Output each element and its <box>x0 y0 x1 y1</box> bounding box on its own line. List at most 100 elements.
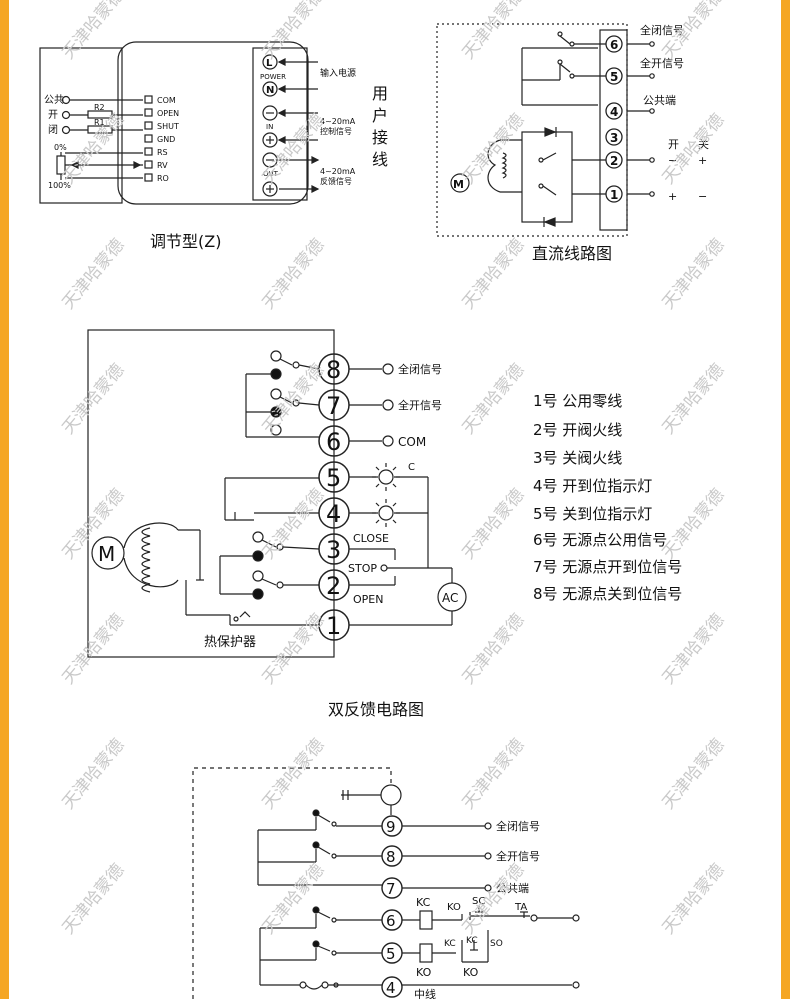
dual-box <box>87 329 335 658</box>
dual-caption: 双反馈电路图 <box>328 700 424 719</box>
watermark-text: 天津哈蒙德 <box>659 235 729 313</box>
dc-label-full-open: 全开信号 <box>640 56 684 70</box>
third-ko-1: KO <box>447 902 461 913</box>
third-sc: SC <box>472 896 485 907</box>
regulating-diagram: 公共 开 闭 R2 R1 0% 100% COM OPEN SHUT GND R… <box>39 41 388 251</box>
dc-term-3: 3 <box>610 131 618 145</box>
reg-user-wiring-3: 接 <box>372 128 388 147</box>
dual-label-full-close: 全闭信号 <box>398 362 442 376</box>
dc-term-4: 4 <box>610 105 618 119</box>
third-label-common: 公共端 <box>496 882 529 895</box>
reg-ctrl-signal-2: 控制信号 <box>320 126 352 136</box>
reg-resistor-r2: R2 <box>94 103 105 112</box>
reg-ctrl-signal-1: 4~20mA <box>320 117 356 126</box>
dc-term-6: 6 <box>610 38 618 52</box>
reg-pin-com: COM <box>157 96 176 105</box>
dual-label-full-open: 全开信号 <box>398 398 442 412</box>
watermark-text: 天津哈蒙德 <box>259 235 329 313</box>
third-so: SO <box>490 939 503 949</box>
watermark-text: 天津哈蒙德 <box>659 860 729 938</box>
dc-label-open: 开 <box>668 138 679 151</box>
third-term-5: 5 <box>386 945 396 963</box>
watermark-text: 天津哈蒙德 <box>59 360 129 438</box>
watermark-text: 天津哈蒙德 <box>459 485 529 563</box>
right-orange-border <box>781 0 790 999</box>
dual-thermal-label: 热保护器 <box>204 635 256 650</box>
legend-item-4: 4号 开到位指示灯 <box>533 477 652 495</box>
dc-motor: M <box>453 178 464 191</box>
dual-feedback-diagram: 8 7 6 5 4 3 2 1 全闭信号 全开信号 COM <box>87 329 682 719</box>
reg-label-open: 开 <box>48 110 58 121</box>
dual-term-8: 8 <box>326 356 341 384</box>
reg-pin-rs: RS <box>157 148 168 157</box>
dual-motor: M <box>98 542 115 566</box>
reg-pin-ro: RO <box>157 174 169 183</box>
reg-label-close: 闭 <box>48 123 58 136</box>
third-kc-2: KC <box>444 939 456 949</box>
watermark-text: 天津哈蒙德 <box>459 0 529 63</box>
third-diagram: 9 8 7 6 5 4 全闭信号 全开信号 公共端 KC KO SC TA <box>192 767 580 999</box>
watermark-text: 天津哈蒙德 <box>259 610 329 688</box>
watermark-text: 天津哈蒙德 <box>459 235 529 313</box>
third-term-9: 9 <box>386 818 396 836</box>
watermark-text: 天津哈蒙德 <box>259 360 329 438</box>
third-term-7: 7 <box>386 880 396 898</box>
watermark-text: 天津哈蒙德 <box>59 860 129 938</box>
watermark-text: 天津哈蒙德 <box>59 235 129 313</box>
watermark-text: 天津哈蒙德 <box>59 735 129 813</box>
dual-open-label: OPEN <box>353 593 383 606</box>
third-ta: TA <box>514 902 527 913</box>
third-ko-2: KO <box>416 966 432 979</box>
reg-terminal-strip <box>252 47 308 201</box>
reg-user-wiring-1: 用 <box>372 84 388 103</box>
reg-pct-top: 0% <box>54 143 67 152</box>
third-label-full-close: 全闭信号 <box>496 819 540 833</box>
dual-c-label: C <box>408 462 415 473</box>
reg-pin-shut: SHUT <box>157 122 179 131</box>
legend-item-7: 7号 无源点开到位信号 <box>533 558 682 576</box>
dc-label-full-close: 全闭信号 <box>640 23 684 37</box>
dual-label-com: COM <box>398 435 426 449</box>
watermark-text: 天津哈蒙德 <box>459 735 529 813</box>
dc-label-close: 关 <box>698 137 709 151</box>
dual-term-1: 1 <box>326 612 341 640</box>
reg-left-box <box>39 47 123 204</box>
dc-terminal-strip <box>599 29 628 231</box>
third-ko-3: KO <box>463 966 479 979</box>
dc-term-2: 2 <box>610 154 618 168</box>
reg-user-wiring-4: 线 <box>372 150 388 169</box>
reg-input-power: 输入电源 <box>320 67 356 79</box>
dc-diagram: 6 5 4 3 2 1 全闭信号 全开信号 公共端 开 关 − + + − <box>436 23 709 263</box>
dc-term-1: 1 <box>610 188 618 202</box>
dual-stop-label: STOP <box>348 562 377 575</box>
reg-fb-signal-1: 4~20mA <box>320 167 356 176</box>
dual-term-2: 2 <box>326 572 341 600</box>
reg-term-l: L <box>266 58 273 69</box>
third-kc-3: KC <box>466 936 478 946</box>
legend-item-8: 8号 无源点关到位信号 <box>533 585 682 603</box>
reg-pin-list: COM OPEN SHUT GND RS RV RO <box>144 95 179 183</box>
watermark-text: 天津哈蒙德 <box>459 360 529 438</box>
reg-pin-open: OPEN <box>157 109 179 118</box>
legend-item-3: 3号 关阀火线 <box>533 449 622 467</box>
third-label-full-open: 全开信号 <box>496 849 540 863</box>
legend-item-2: 2号 开阀火线 <box>533 421 622 439</box>
dual-term-6: 6 <box>326 428 341 456</box>
dual-term-5: 5 <box>326 464 341 492</box>
watermark-text: 天津哈蒙德 <box>459 110 529 188</box>
reg-pin-gnd: GND <box>157 135 175 144</box>
dc-caption: 直流线路图 <box>532 244 612 263</box>
watermark-text: 天津哈蒙德 <box>459 610 529 688</box>
dc-sign-plus-2: + <box>668 190 677 203</box>
watermark-text: 天津哈蒙德 <box>259 485 329 563</box>
reg-in-label: IN <box>266 123 273 131</box>
watermark-text: 天津哈蒙德 <box>659 735 729 813</box>
dual-term-7: 7 <box>326 392 341 420</box>
reg-caption: 调节型(Z) <box>150 232 221 251</box>
dc-term-5: 5 <box>610 70 618 84</box>
reg-term-n: N <box>266 85 274 96</box>
dc-label-common: 公共端 <box>643 94 676 107</box>
watermark-text: 天津哈蒙德 <box>659 610 729 688</box>
